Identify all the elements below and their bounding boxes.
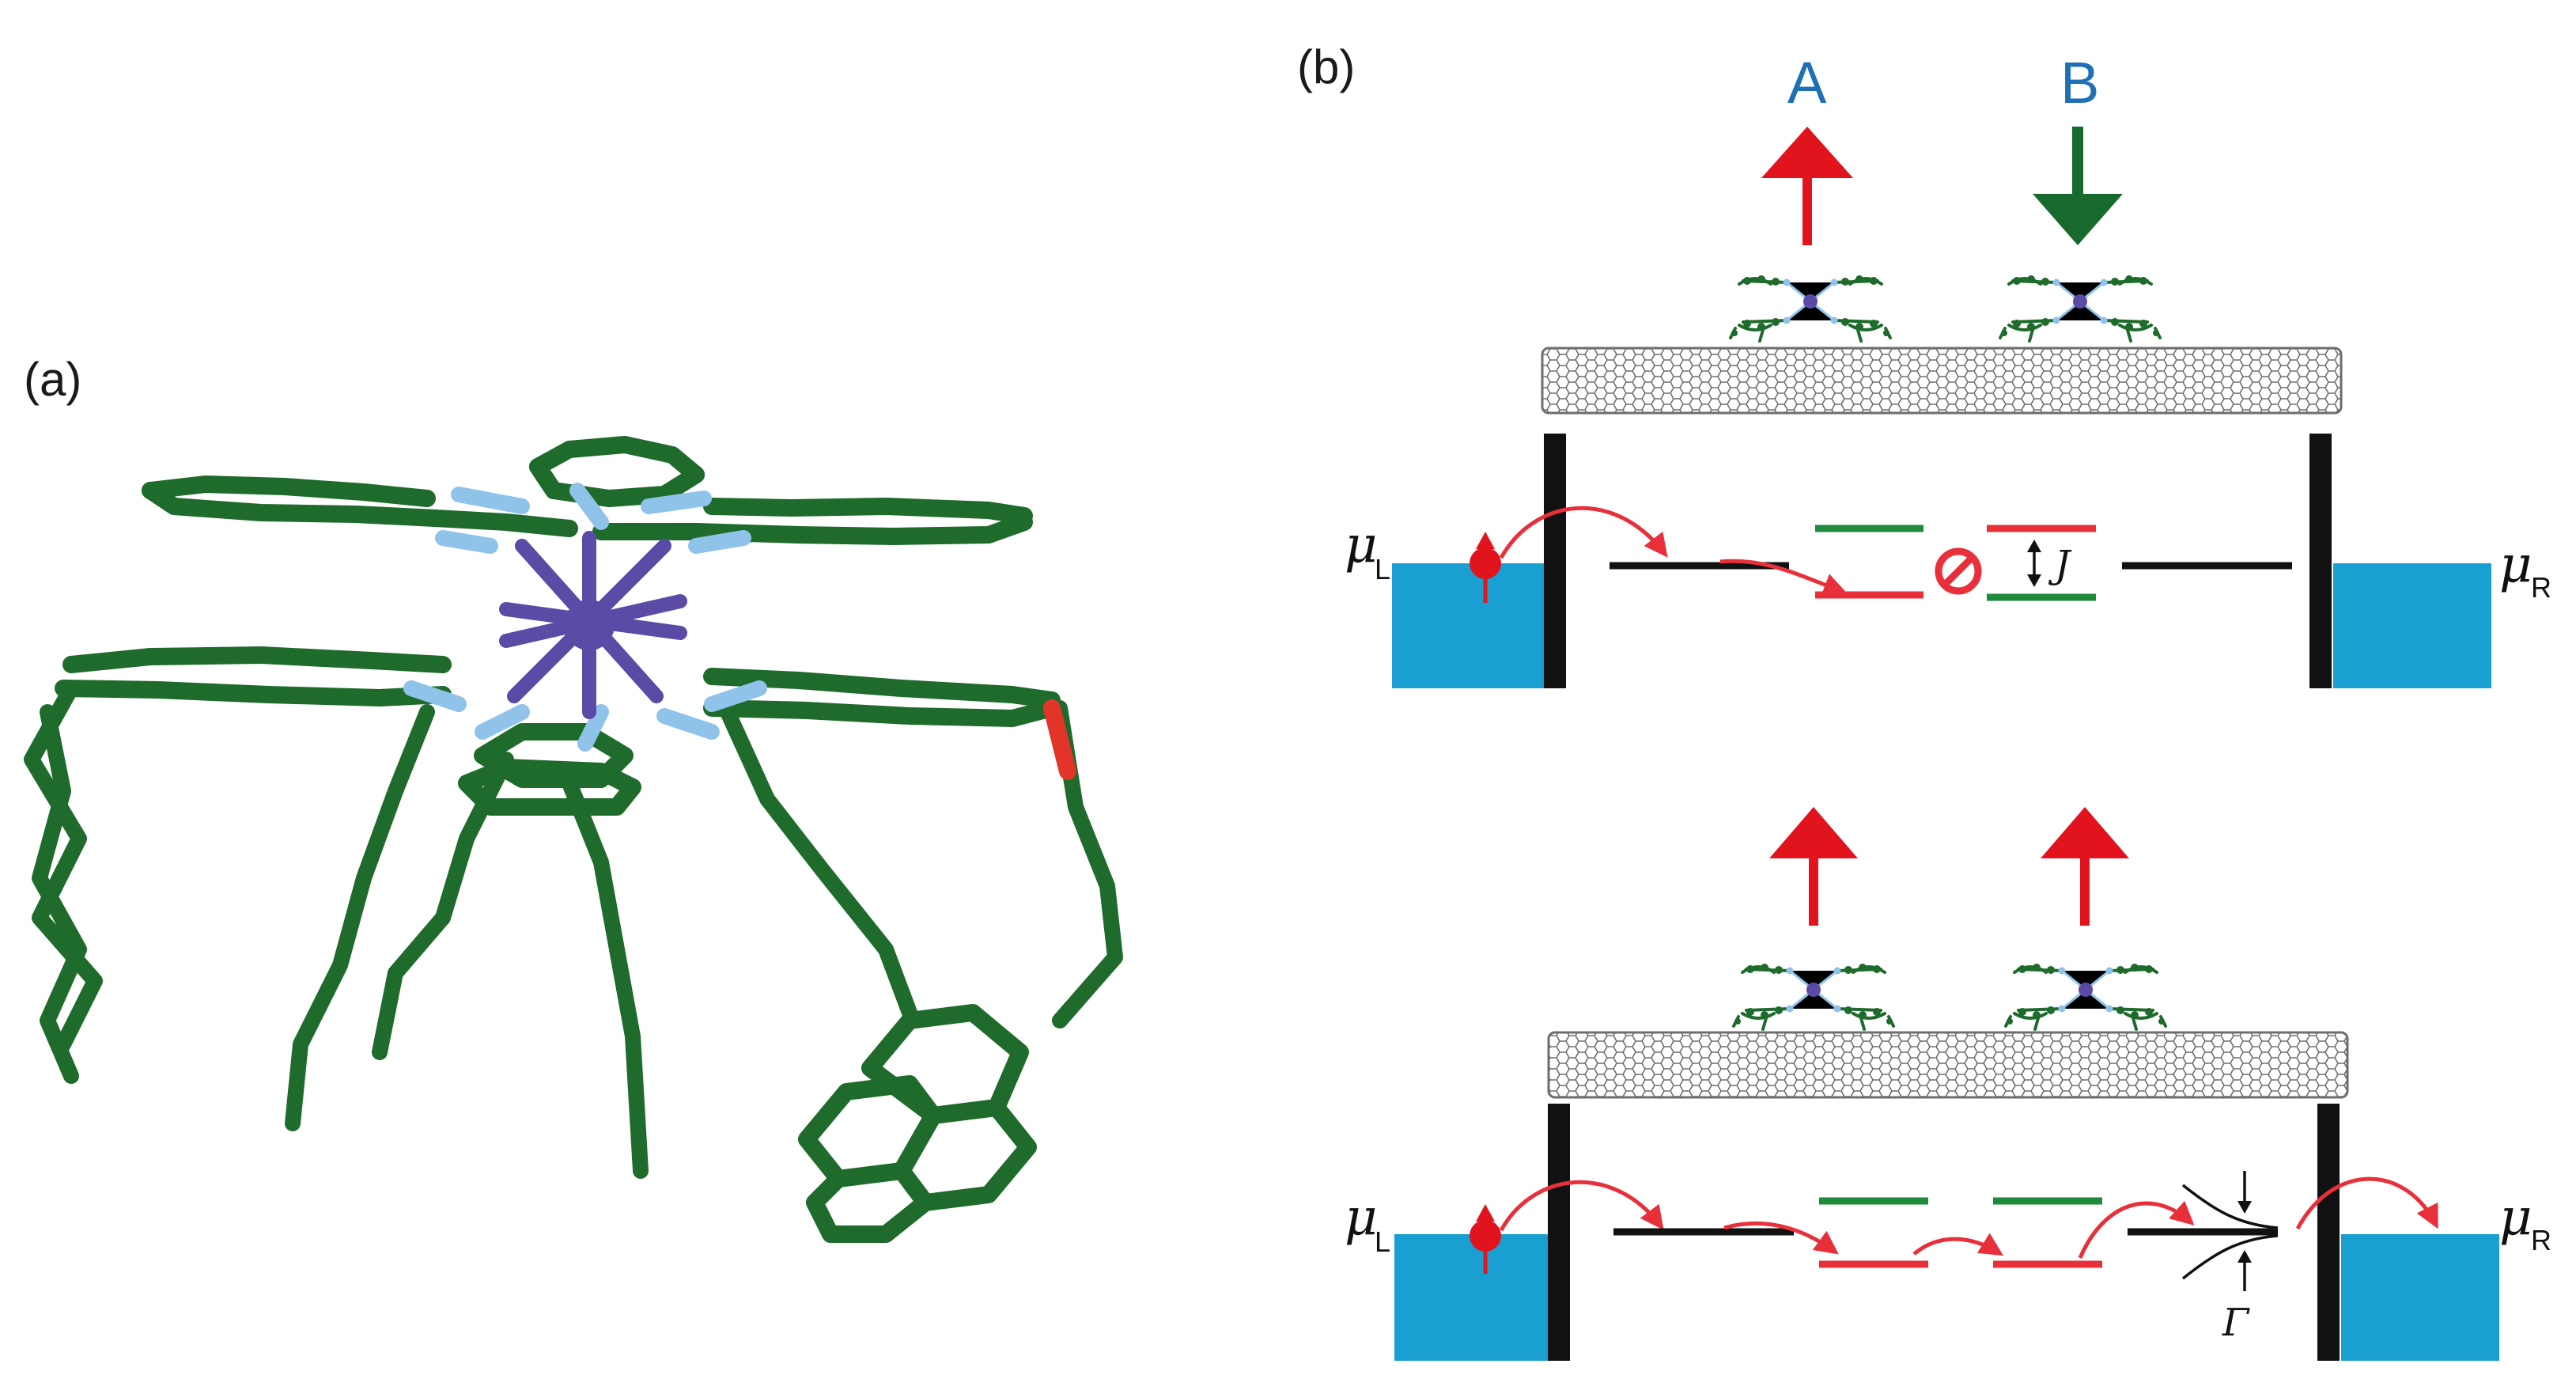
site-b-label: B — [2060, 50, 2099, 116]
lower-phthalocyanine-ring — [55, 646, 1061, 816]
spin-up-arrow-b-bottom — [2041, 807, 2129, 926]
tunnel-arrow-5-bottom — [2295, 1176, 2438, 1230]
upper-phthalocyanine-ring — [142, 436, 1033, 545]
spin-up-arrow-a-bottom — [1769, 807, 1858, 926]
mu-right-symbol: μ — [2499, 536, 2532, 594]
spin-electron — [1470, 532, 1501, 603]
molecule-b — [1999, 274, 2162, 343]
spin-down-arrow-b — [2033, 127, 2123, 245]
broadening-arrowhead-bottom — [2237, 1250, 2252, 1263]
metal-ion — [564, 600, 615, 650]
left-reservoir-bottom — [1394, 1234, 1553, 1361]
panel-b-label: (b) — [1297, 40, 1355, 93]
tunnel-arrow-1 — [1499, 506, 1668, 559]
nitrogen-bonds — [403, 483, 767, 752]
carbon-nanotube — [1541, 347, 2343, 415]
mu-left-subscript-bottom: L — [1375, 1225, 1390, 1258]
spin-electron-bottom — [1470, 1204, 1501, 1274]
site-a-label: A — [1787, 50, 1827, 116]
right-reservoir-bottom — [2341, 1234, 2499, 1361]
mu-right-subscript: R — [2531, 571, 2551, 604]
mu-left-symbol-bottom: μ — [1345, 1188, 1378, 1247]
carbon-nanotube-bottom — [1547, 1031, 2349, 1099]
right-barrier-bottom — [2317, 1104, 2340, 1361]
mu-left-symbol: μ — [1345, 516, 1378, 574]
right-reservoir — [2333, 563, 2491, 688]
broadening-arrowhead-top — [2237, 1201, 2252, 1214]
left-reservoir — [1392, 563, 1550, 688]
broadening-symbol: Γ — [2222, 1301, 2250, 1345]
parallel-state: μ L μ R Γ — [1345, 807, 2551, 1361]
mu-right-subscript-bottom: R — [2531, 1224, 2551, 1256]
oxygen-linker — [1043, 699, 1076, 780]
molecule-b-bottom — [2004, 962, 2167, 1031]
mu-left-subscript: L — [1375, 553, 1390, 585]
coupling-symbol: J — [2048, 543, 2072, 587]
left-barrier-bottom — [1548, 1104, 1570, 1361]
right-barrier — [2309, 434, 2332, 688]
tunnel-arrow-1-bottom — [1499, 1180, 1664, 1232]
tunnel-arrow-2-bottom — [1723, 1221, 1839, 1255]
molecular-structure — [24, 436, 1123, 1243]
antiparallel-state: μ L μ R J — [1345, 127, 2551, 688]
molecule-a — [1729, 274, 1892, 343]
tunnel-arrow-3-bottom — [1912, 1233, 2004, 1256]
left-barrier — [1544, 434, 1566, 688]
panel-a-label: (a) — [24, 353, 81, 406]
tunnel-arrow-4-bottom — [2078, 1200, 2195, 1259]
pyrene-group — [798, 1004, 1037, 1243]
alkyl-chains — [24, 680, 1123, 1179]
spin-up-arrow-a — [1761, 127, 1853, 245]
mu-right-symbol-bottom: μ — [2499, 1188, 2532, 1247]
coupling-arrow — [2027, 540, 2041, 587]
blocked-icon — [1935, 547, 1982, 595]
molecule-a-bottom — [1732, 962, 1895, 1031]
tunnel-arrow-2 — [1719, 559, 1848, 597]
